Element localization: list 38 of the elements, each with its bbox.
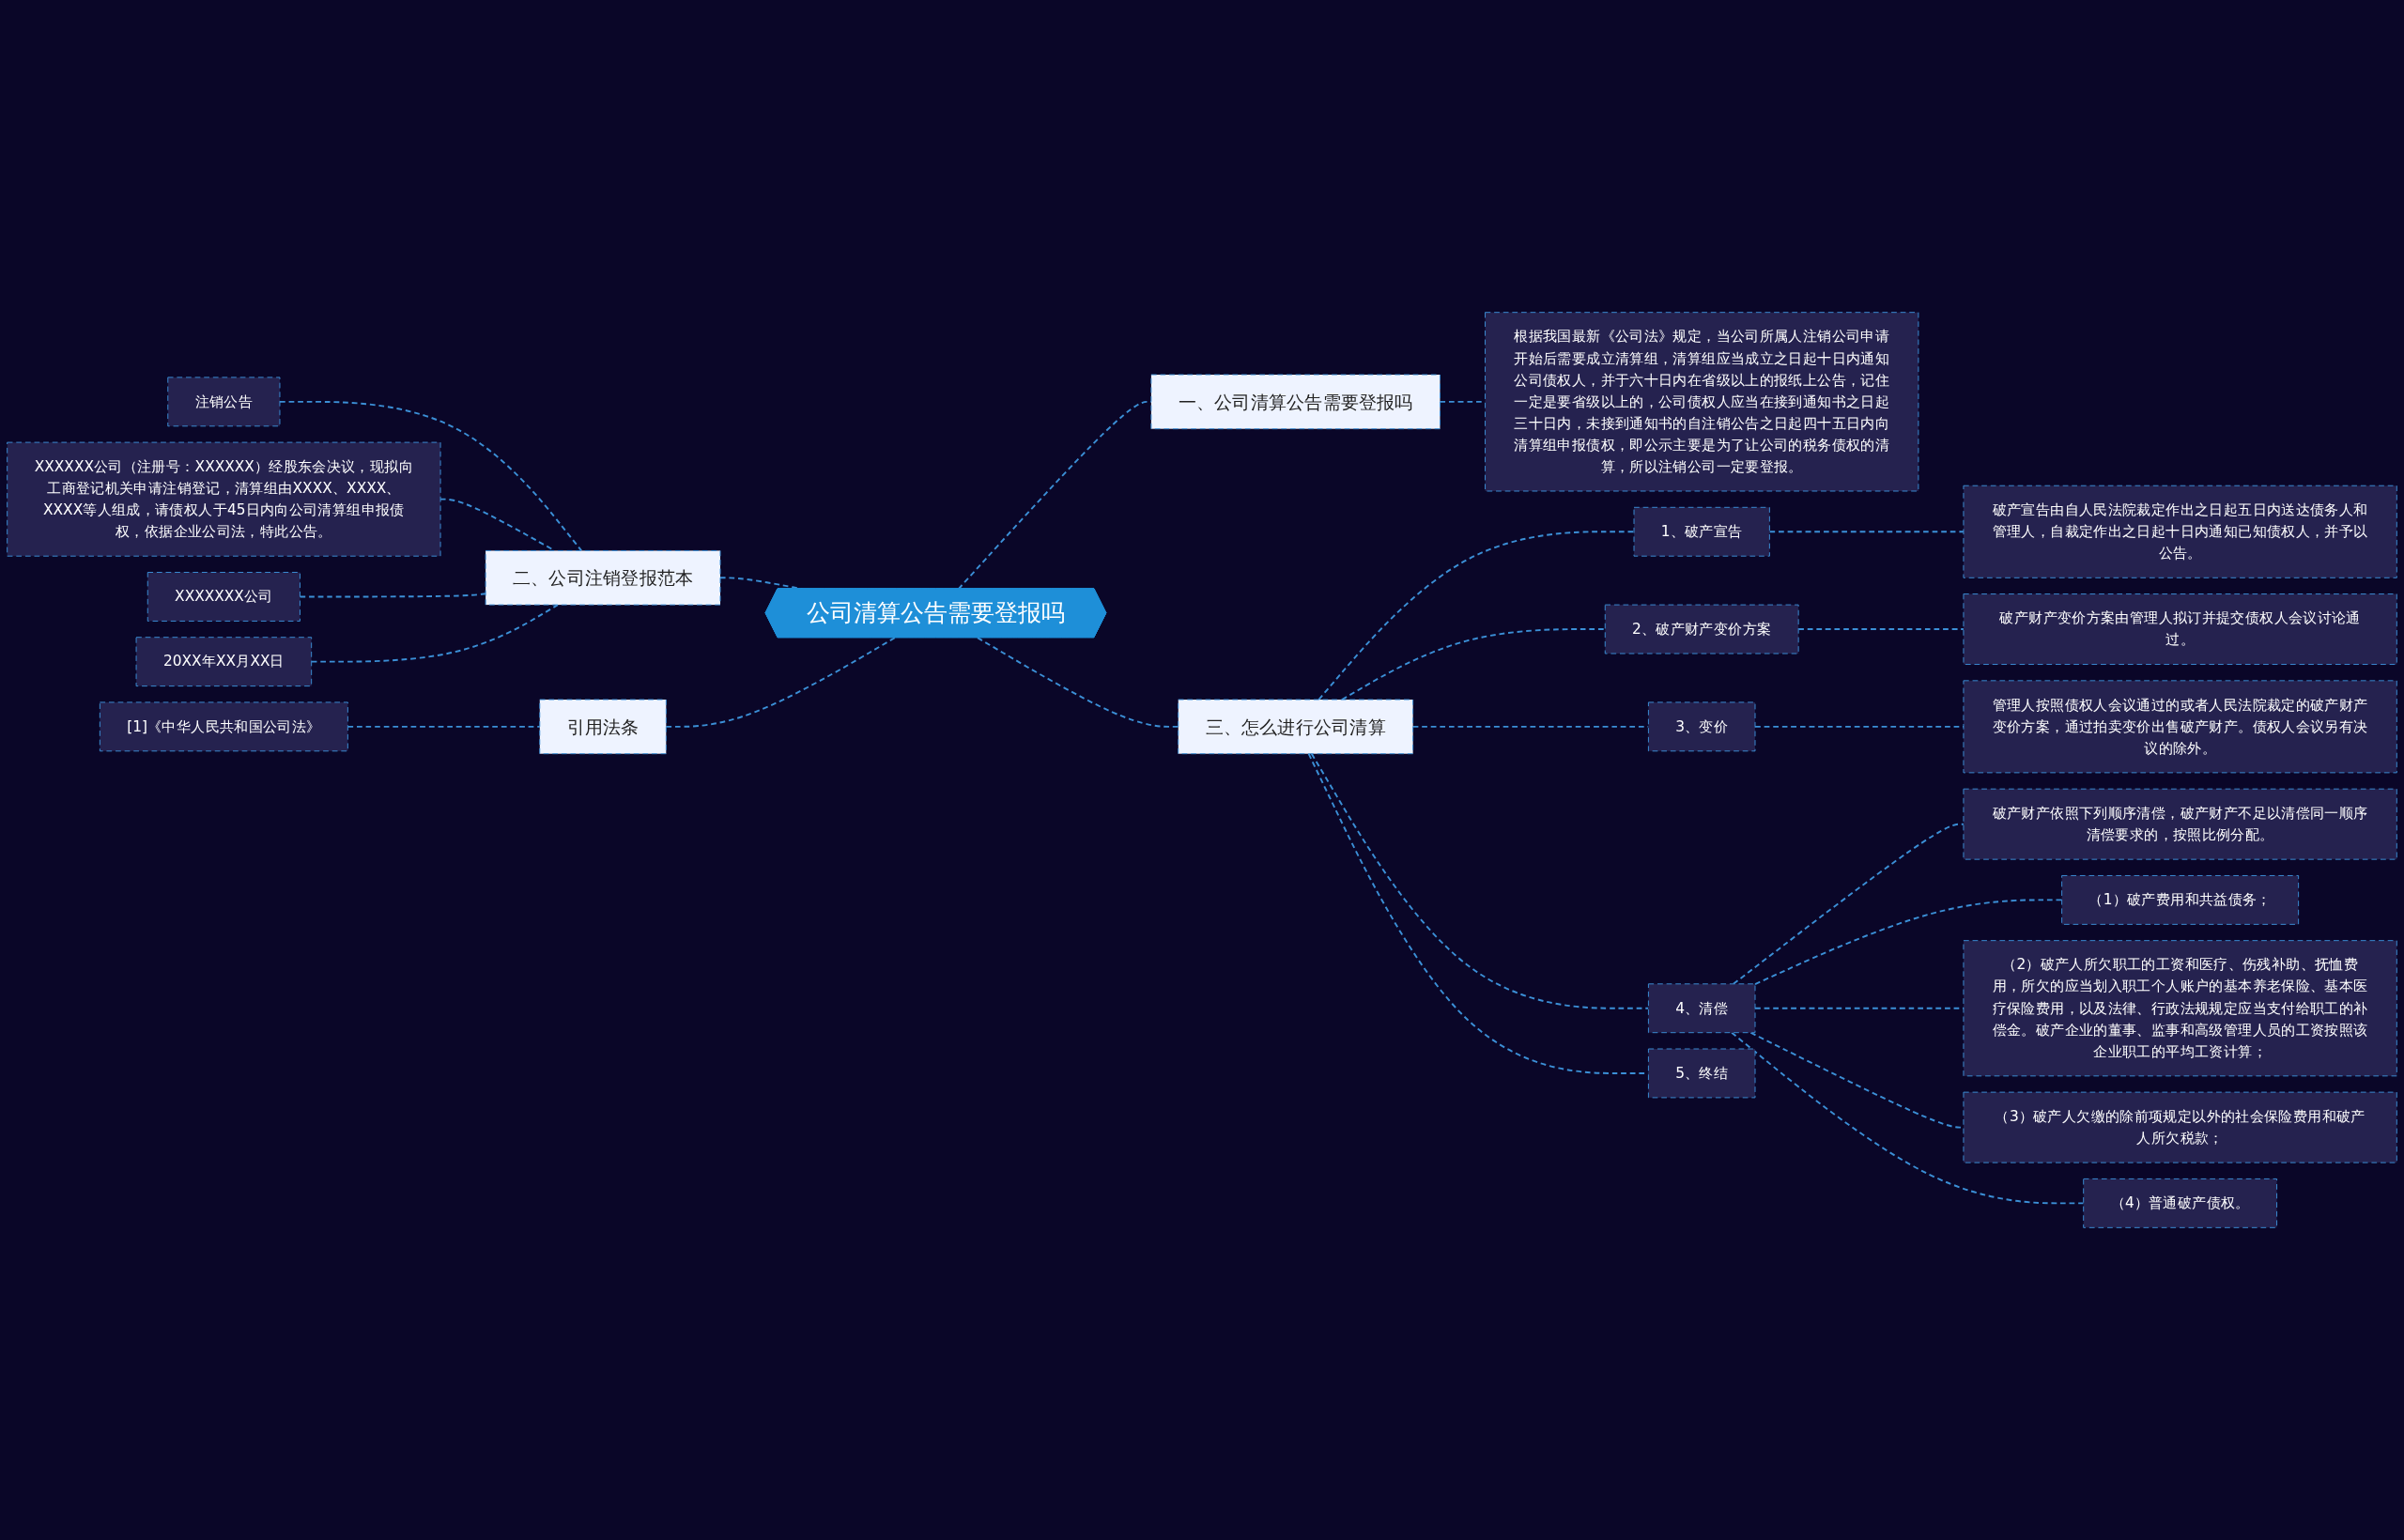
- node-box: 引用法条: [539, 699, 667, 755]
- connector: [1731, 1031, 2085, 1205]
- node-box: 一、公司清算公告需要登报吗: [1150, 374, 1441, 430]
- node-box: 二、公司注销登报范本: [485, 549, 721, 606]
- node-box: [1]《中华人民共和国公司法》: [99, 701, 348, 752]
- node-box: 注销公告: [167, 377, 281, 427]
- connector: [347, 725, 541, 728]
- connector: [1318, 531, 1635, 701]
- connector: [279, 400, 583, 552]
- node-box: 20XX年XX月XX日: [135, 637, 313, 687]
- node-box: 5、终结: [1647, 1048, 1756, 1099]
- connector: [1341, 628, 1607, 701]
- node-box: 管理人按照债权人会议通过的或者人民法院裁定的破产财产变价方案，通过拍卖变价出售破产财产。债权人会议另有决议的除外。: [1963, 680, 2397, 774]
- node-box: 根据我国最新《公司法》规定，当公司所属人注销公司申请开始后需要成立清算组，清算组应当成立之日起十日内通知公司债权人，并于六十日内在省级以上的报纸上公告，记住一定是要省级以上的，公司债权人应当在接到通知书之日起三十日内，未接到通知书的自注销公告之日起四十五日内向清算组申报债权，即公示主要是为了让公司的税务债权的清算，所以注销公司一定要登报。: [1485, 312, 1919, 492]
- node-box: （1）破产费用和共益债务；: [2061, 875, 2300, 925]
- node-box: 破产财产变价方案由管理人拟订并提交债权人会议讨论通过。: [1963, 593, 2397, 665]
- node-box: 1、破产宣告: [1633, 506, 1770, 557]
- node-box: 2、破产财产变价方案: [1604, 604, 1799, 654]
- connector: [310, 604, 559, 663]
- node-box: （3）破产人欠缴的除前项规定以外的社会保险费用和破产人所欠税款；: [1963, 1091, 2397, 1163]
- node-box: （2）破产人所欠职工的工资和医疗、伤残补助、抚恤费用，所欠的应当划入职工个人账户的基本养老保险、基本医疗保险费用，以及法律、行政法规规定应当支付给职工的补偿金。破产企业的董事、监事和高级管理人员的工资按照该企业职工的平均工资计算；: [1963, 940, 2397, 1077]
- node-box: 三、怎么进行公司清算: [1178, 699, 1414, 755]
- node-box: XXXXXXX公司: [146, 572, 300, 622]
- connector: [1732, 823, 1965, 985]
- node-box: 破产宣告由自人民法院裁定作出之日起五日内送达债务人和管理人，自裁定作出之日起十日内通知已知债权人，并予以公告。: [1963, 485, 2397, 578]
- connector: [1768, 531, 1965, 533]
- node-box: 4、清偿: [1647, 983, 1756, 1034]
- node-box: XXXXXX公司（注册号：XXXXXX）经股东会决议，现拟向工商登记机关申请注销登记，清算组由XXXX、XXXX、XXXX等人组成，请债权人于45日内向公司清算组申报债权，依据企业公司法，特此公告。: [7, 441, 441, 557]
- connector: [1754, 899, 2063, 985]
- connector: [299, 593, 487, 598]
- connector: [977, 637, 1179, 728]
- connector: [665, 637, 896, 728]
- connector: [1310, 752, 1650, 1009]
- node-box: 破产财产依照下列顺序清偿，破产财产不足以清偿同一顺序清偿要求的，按照比例分配。: [1963, 788, 2397, 860]
- connector: [1797, 628, 1965, 630]
- node-box: （4）普通破产债权。: [2083, 1178, 2278, 1228]
- node-box: 3、变价: [1647, 701, 1756, 752]
- connector: [1307, 752, 1650, 1074]
